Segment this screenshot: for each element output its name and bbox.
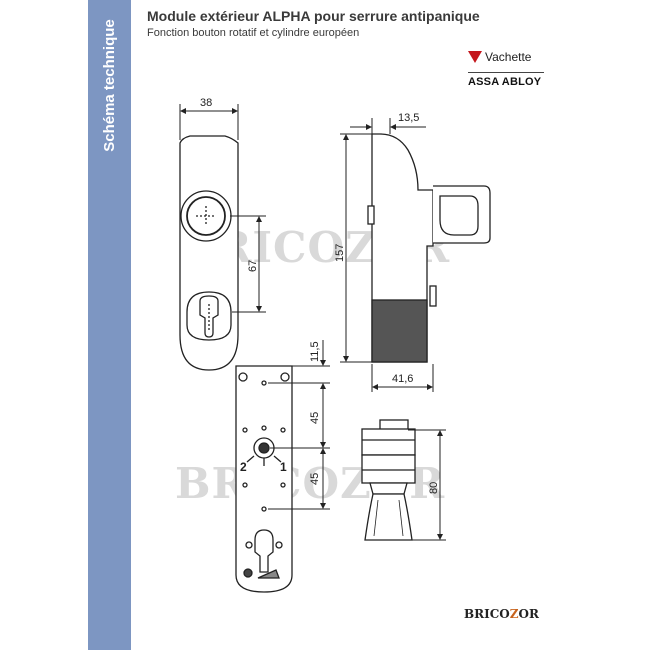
dim-knob-cylinder-label: 67 — [247, 260, 259, 272]
bricozor-logo-o: Z — [509, 607, 519, 621]
vachette-mark-icon — [468, 51, 482, 63]
dim-side-depth — [371, 364, 434, 392]
dim-side-offset-label: 13,5 — [398, 112, 419, 124]
brand-logo: Vachette ASSA ABLOY — [468, 50, 548, 92]
back-plate — [235, 365, 293, 593]
side-view — [367, 133, 491, 363]
bricozor-logo: BRICOZOR — [464, 607, 539, 621]
position-2-label: 2 — [240, 460, 247, 474]
vachette-name: Vachette — [485, 50, 532, 64]
dim-height-label: 157 — [334, 244, 346, 262]
assa-abloy-name: ASSA ABLOY — [468, 76, 542, 88]
dim-side-offset — [350, 118, 426, 134]
dim-height — [340, 133, 372, 363]
bricozor-logo-b: OR — [518, 607, 539, 621]
sidebar-band — [88, 0, 131, 650]
dim-back-plate-spacing — [268, 340, 330, 510]
page-subtitle: Fonction bouton rotatif et cylindre euro… — [147, 27, 360, 39]
vachette-logo: Vachette — [468, 50, 531, 64]
bricozor-logo-a: BRICO — [464, 607, 510, 621]
dim-top-width-label: 38 — [200, 97, 212, 109]
dim-knob-height-label: 80 — [428, 482, 440, 494]
dim-knob-height — [408, 429, 446, 541]
front-view — [179, 135, 239, 371]
dim-spacing-a-label: 45 — [309, 412, 321, 424]
page-title: Module extérieur ALPHA pour serrure anti… — [147, 8, 480, 24]
dim-top-margin-label: 11,5 — [309, 341, 321, 362]
dim-knob-cylinder — [230, 215, 266, 313]
dim-side-depth-label: 41,6 — [392, 373, 413, 385]
dim-spacing-b-label: 45 — [309, 473, 321, 485]
position-1-label: 1 — [280, 460, 287, 474]
brand-divider — [468, 72, 544, 73]
dim-top-width — [179, 104, 239, 140]
knob-view — [361, 419, 416, 541]
